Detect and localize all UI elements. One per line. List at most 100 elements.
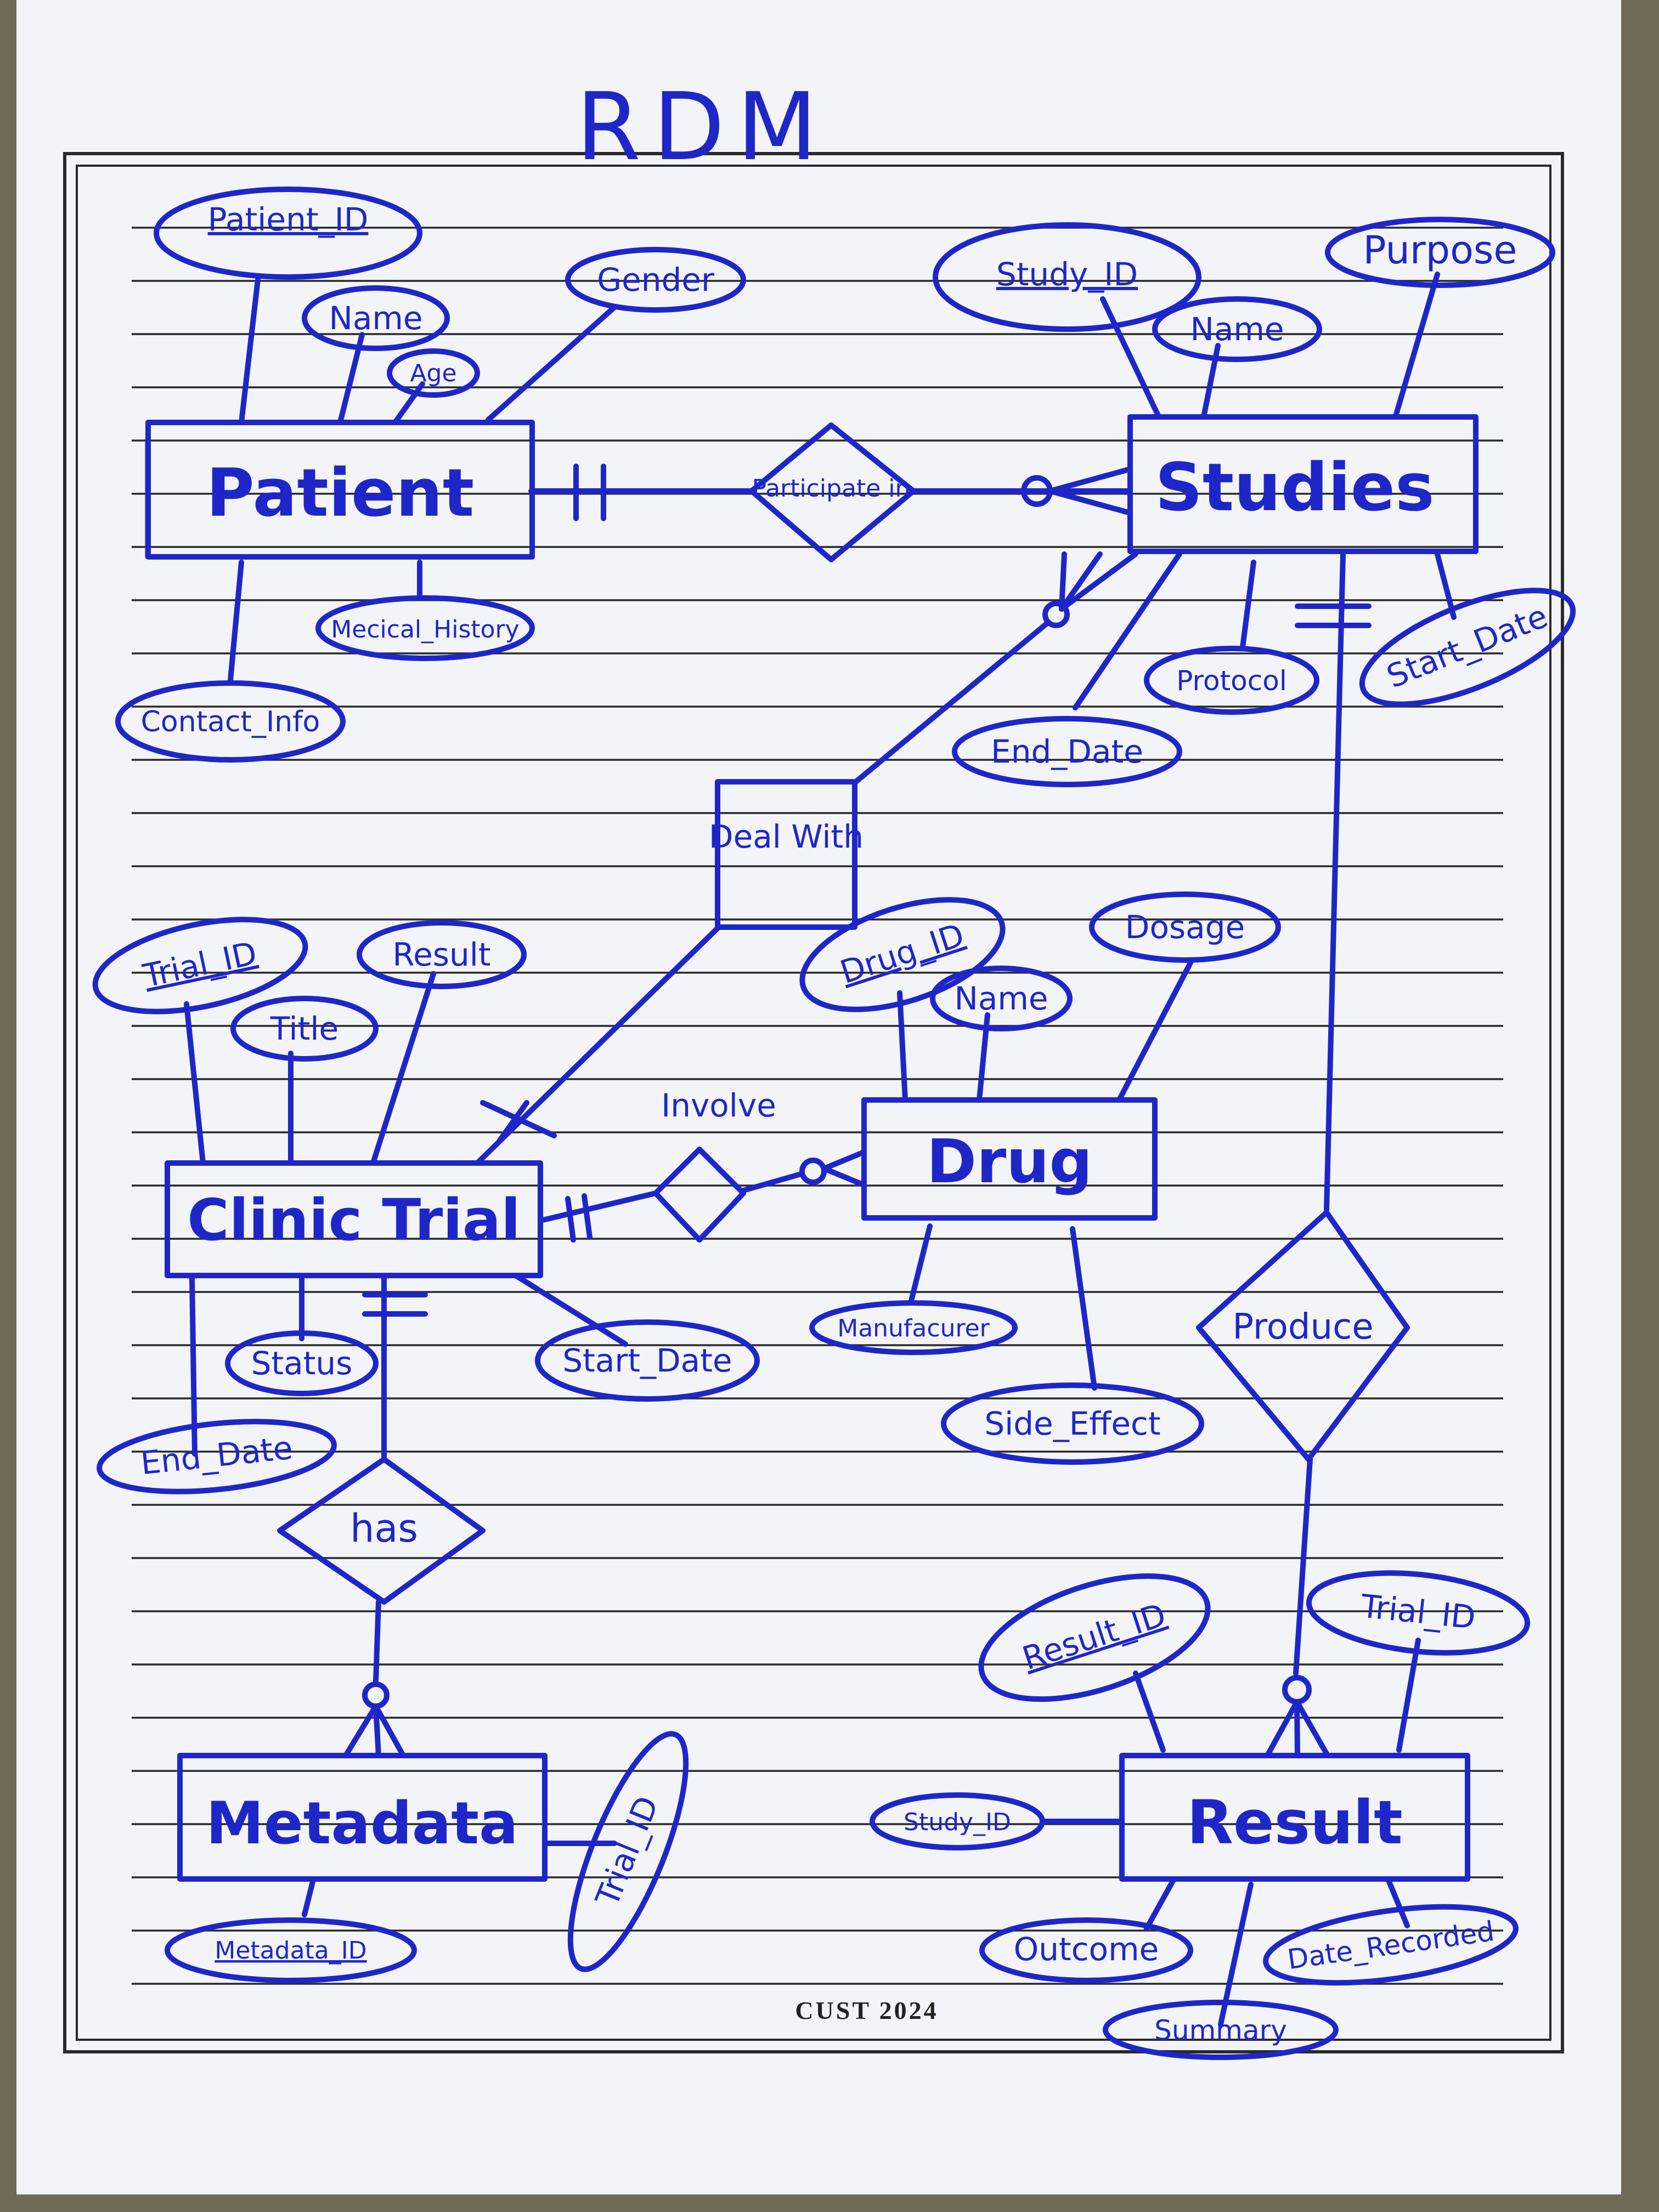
attribute-study-name: Name bbox=[1152, 296, 1322, 362]
entity-result: Result bbox=[1119, 1753, 1470, 1882]
attribute-metadata-id: Metadata_ID bbox=[165, 1917, 417, 1983]
attribute-drug-side-effect: Side_Effect bbox=[941, 1383, 1204, 1465]
attribute-study-end-date: End_Date bbox=[952, 716, 1182, 787]
relationship-involve: Involve bbox=[653, 1087, 776, 1243]
attribute-trial-status: Status bbox=[225, 1330, 379, 1396]
relationship-participate-in: Participate in bbox=[749, 422, 916, 562]
relationship-produce: Produce bbox=[1196, 1210, 1410, 1462]
entity-result-label: Result bbox=[1187, 1787, 1402, 1858]
connector bbox=[302, 1879, 315, 1917]
page-border-inner bbox=[76, 165, 1551, 2041]
connector bbox=[1059, 551, 1138, 612]
connector bbox=[1385, 1876, 1410, 1928]
connector bbox=[1396, 1638, 1421, 1753]
attribute-patient-age-label: Age bbox=[410, 359, 456, 387]
connector bbox=[1144, 1876, 1177, 1931]
attribute-study-end-date-label: End_Date bbox=[991, 733, 1143, 770]
entity-metadata: Metadata bbox=[177, 1753, 548, 1882]
relationship-participate-in-label: Participate in bbox=[752, 475, 911, 503]
attribute-patient-id-label: Patient_ID bbox=[208, 201, 369, 238]
relationship-produce-label: Produce bbox=[1232, 1307, 1373, 1347]
connector bbox=[1324, 551, 1346, 1212]
attribute-patient-gender-label: Gender bbox=[597, 261, 714, 298]
connector bbox=[1047, 488, 1133, 516]
connector bbox=[184, 1001, 206, 1166]
connector bbox=[538, 1190, 658, 1223]
connector bbox=[1100, 296, 1160, 417]
relationship-has: has bbox=[277, 1457, 486, 1605]
connector bbox=[1393, 272, 1440, 417]
connector bbox=[897, 990, 908, 1103]
connector bbox=[1294, 1699, 1330, 1758]
connector bbox=[741, 1171, 804, 1193]
entity-studies-label: Studies bbox=[1155, 450, 1434, 526]
connector bbox=[582, 1193, 592, 1240]
attribute-study-name-label: Name bbox=[1190, 311, 1284, 348]
attribute-study-purpose-label: Purpose bbox=[1363, 228, 1517, 273]
attribute-result-summary-label: Summary bbox=[1154, 2015, 1287, 2046]
attribute-result-outcome: Outcome bbox=[979, 1917, 1193, 1983]
paper-sheet bbox=[16, 0, 1621, 2194]
connector bbox=[1059, 551, 1067, 612]
attribute-drug-side-effect-label: Side_Effect bbox=[984, 1405, 1160, 1442]
connector bbox=[1293, 1457, 1313, 1676]
attribute-patient-contact-info-label: Contact_Info bbox=[141, 706, 320, 738]
connector bbox=[853, 620, 1051, 785]
connector bbox=[1059, 551, 1103, 612]
attribute-patient-age: Age bbox=[387, 348, 480, 398]
attribute-patient-gender: Gender bbox=[565, 247, 746, 313]
connector bbox=[1240, 560, 1256, 650]
connector bbox=[1047, 466, 1133, 494]
connector bbox=[1435, 551, 1457, 620]
connector bbox=[1042, 601, 1070, 628]
connector bbox=[1073, 551, 1182, 710]
connector bbox=[239, 277, 261, 425]
attribute-trial-result-label: Result bbox=[392, 936, 490, 973]
connector bbox=[373, 1703, 406, 1758]
entity-clinic-trial-label: Clinic Trial bbox=[187, 1187, 520, 1254]
connector bbox=[373, 1703, 381, 1758]
connector bbox=[228, 560, 244, 683]
connector bbox=[908, 1223, 933, 1306]
connector bbox=[513, 1273, 628, 1347]
attribute-drug-name: Name bbox=[930, 966, 1073, 1031]
connector bbox=[480, 1100, 557, 1138]
connector bbox=[496, 1100, 529, 1144]
attribute-drug-dosage-label: Dosage bbox=[1125, 909, 1245, 946]
attribute-study-purpose: Purpose bbox=[1325, 217, 1555, 288]
diagram-title: RDM bbox=[576, 73, 830, 182]
attribute-patient-medical-history: Mecical_History bbox=[315, 595, 535, 661]
footer-label: CUST 2024 bbox=[795, 1996, 938, 2024]
attribute-trial-start-date-label: Start_Date bbox=[562, 1342, 732, 1379]
connector bbox=[486, 304, 617, 422]
connector bbox=[821, 1166, 867, 1188]
entity-patient-label: Patient bbox=[206, 455, 474, 532]
attribute-patient-medical-history-label: Mecical_History bbox=[331, 616, 519, 644]
attributes: Patient_ID Name Age Gender Mecical_Histo… bbox=[92, 187, 1576, 2060]
attribute-result-study-id: Study_ID bbox=[870, 1792, 1045, 1850]
attribute-study-protocol: Protocol bbox=[1144, 646, 1319, 715]
relationship-has-label: has bbox=[350, 1506, 418, 1551]
attribute-drug-manufacturer-label: Manufacurer bbox=[837, 1314, 990, 1342]
attribute-metadata-id-label: Metadata_ID bbox=[215, 1937, 366, 1965]
attribute-trial-start-date: Start_Date bbox=[535, 1319, 760, 1402]
attribute-study-protocol-label: Protocol bbox=[1176, 665, 1287, 697]
entity-deal-with-label: Deal With bbox=[709, 818, 864, 855]
entity-metadata-label: Metadata bbox=[206, 1790, 518, 1857]
attribute-result-outcome-label: Outcome bbox=[1014, 1931, 1159, 1968]
entity-deal-with: Deal With bbox=[709, 779, 864, 930]
connector bbox=[565, 1196, 576, 1243]
connector bbox=[343, 1703, 379, 1758]
attribute-drug-dosage: Dosage bbox=[1089, 891, 1281, 963]
attribute-patient-contact-info: Contact_Info bbox=[115, 680, 346, 763]
attribute-result-study-id-label: Study_ID bbox=[904, 1808, 1011, 1836]
connector bbox=[1265, 1699, 1300, 1758]
relationship-involve-label: Involve bbox=[661, 1087, 776, 1124]
connector bbox=[475, 924, 721, 1166]
attribute-trial-title-label: Title bbox=[270, 1010, 338, 1047]
attribute-patient-name-label: Name bbox=[329, 300, 422, 337]
connector bbox=[392, 381, 425, 425]
attribute-trial-title: Title bbox=[230, 996, 379, 1062]
connector bbox=[821, 1149, 867, 1171]
